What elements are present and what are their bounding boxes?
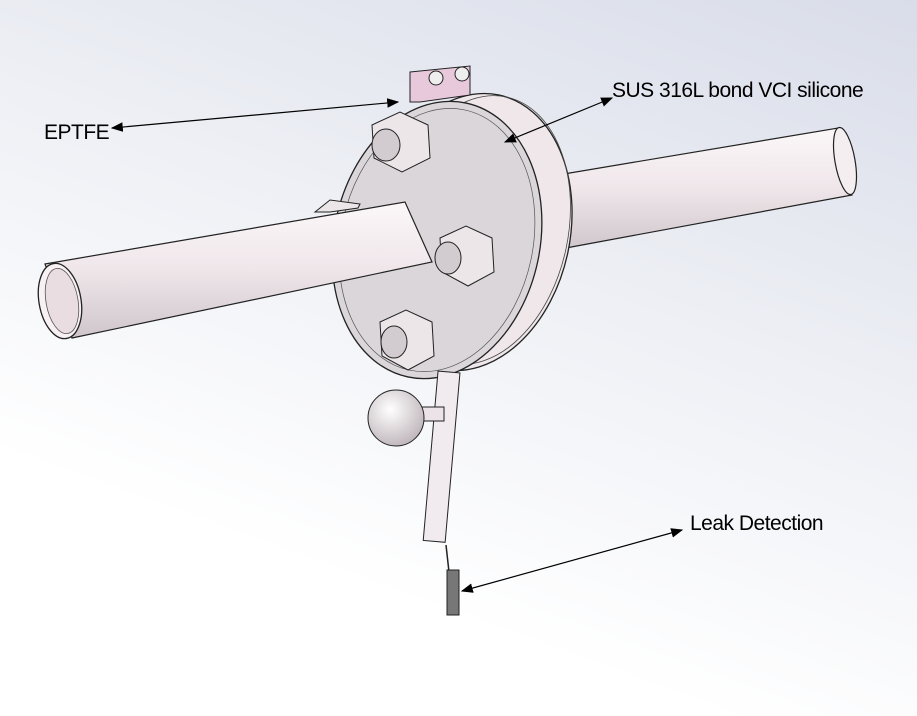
clamp-bracket [409,65,471,103]
front-pipe [37,201,433,340]
hex-nut [434,225,495,287]
label-eptfe: EPTFE [44,121,110,144]
flange-leader-arrow [503,97,614,143]
back-pipe [539,126,858,251]
eptfe-leader-arrow [110,98,400,132]
leak-leader-arrow [460,528,684,593]
label-flange-material: SUS 316L bond VCI silicone [612,79,864,102]
label-leak-detection: Leak Detection [690,512,824,535]
hex-nut [313,199,361,213]
leak-detection-probe [367,370,461,616]
hex-nut [379,309,435,371]
